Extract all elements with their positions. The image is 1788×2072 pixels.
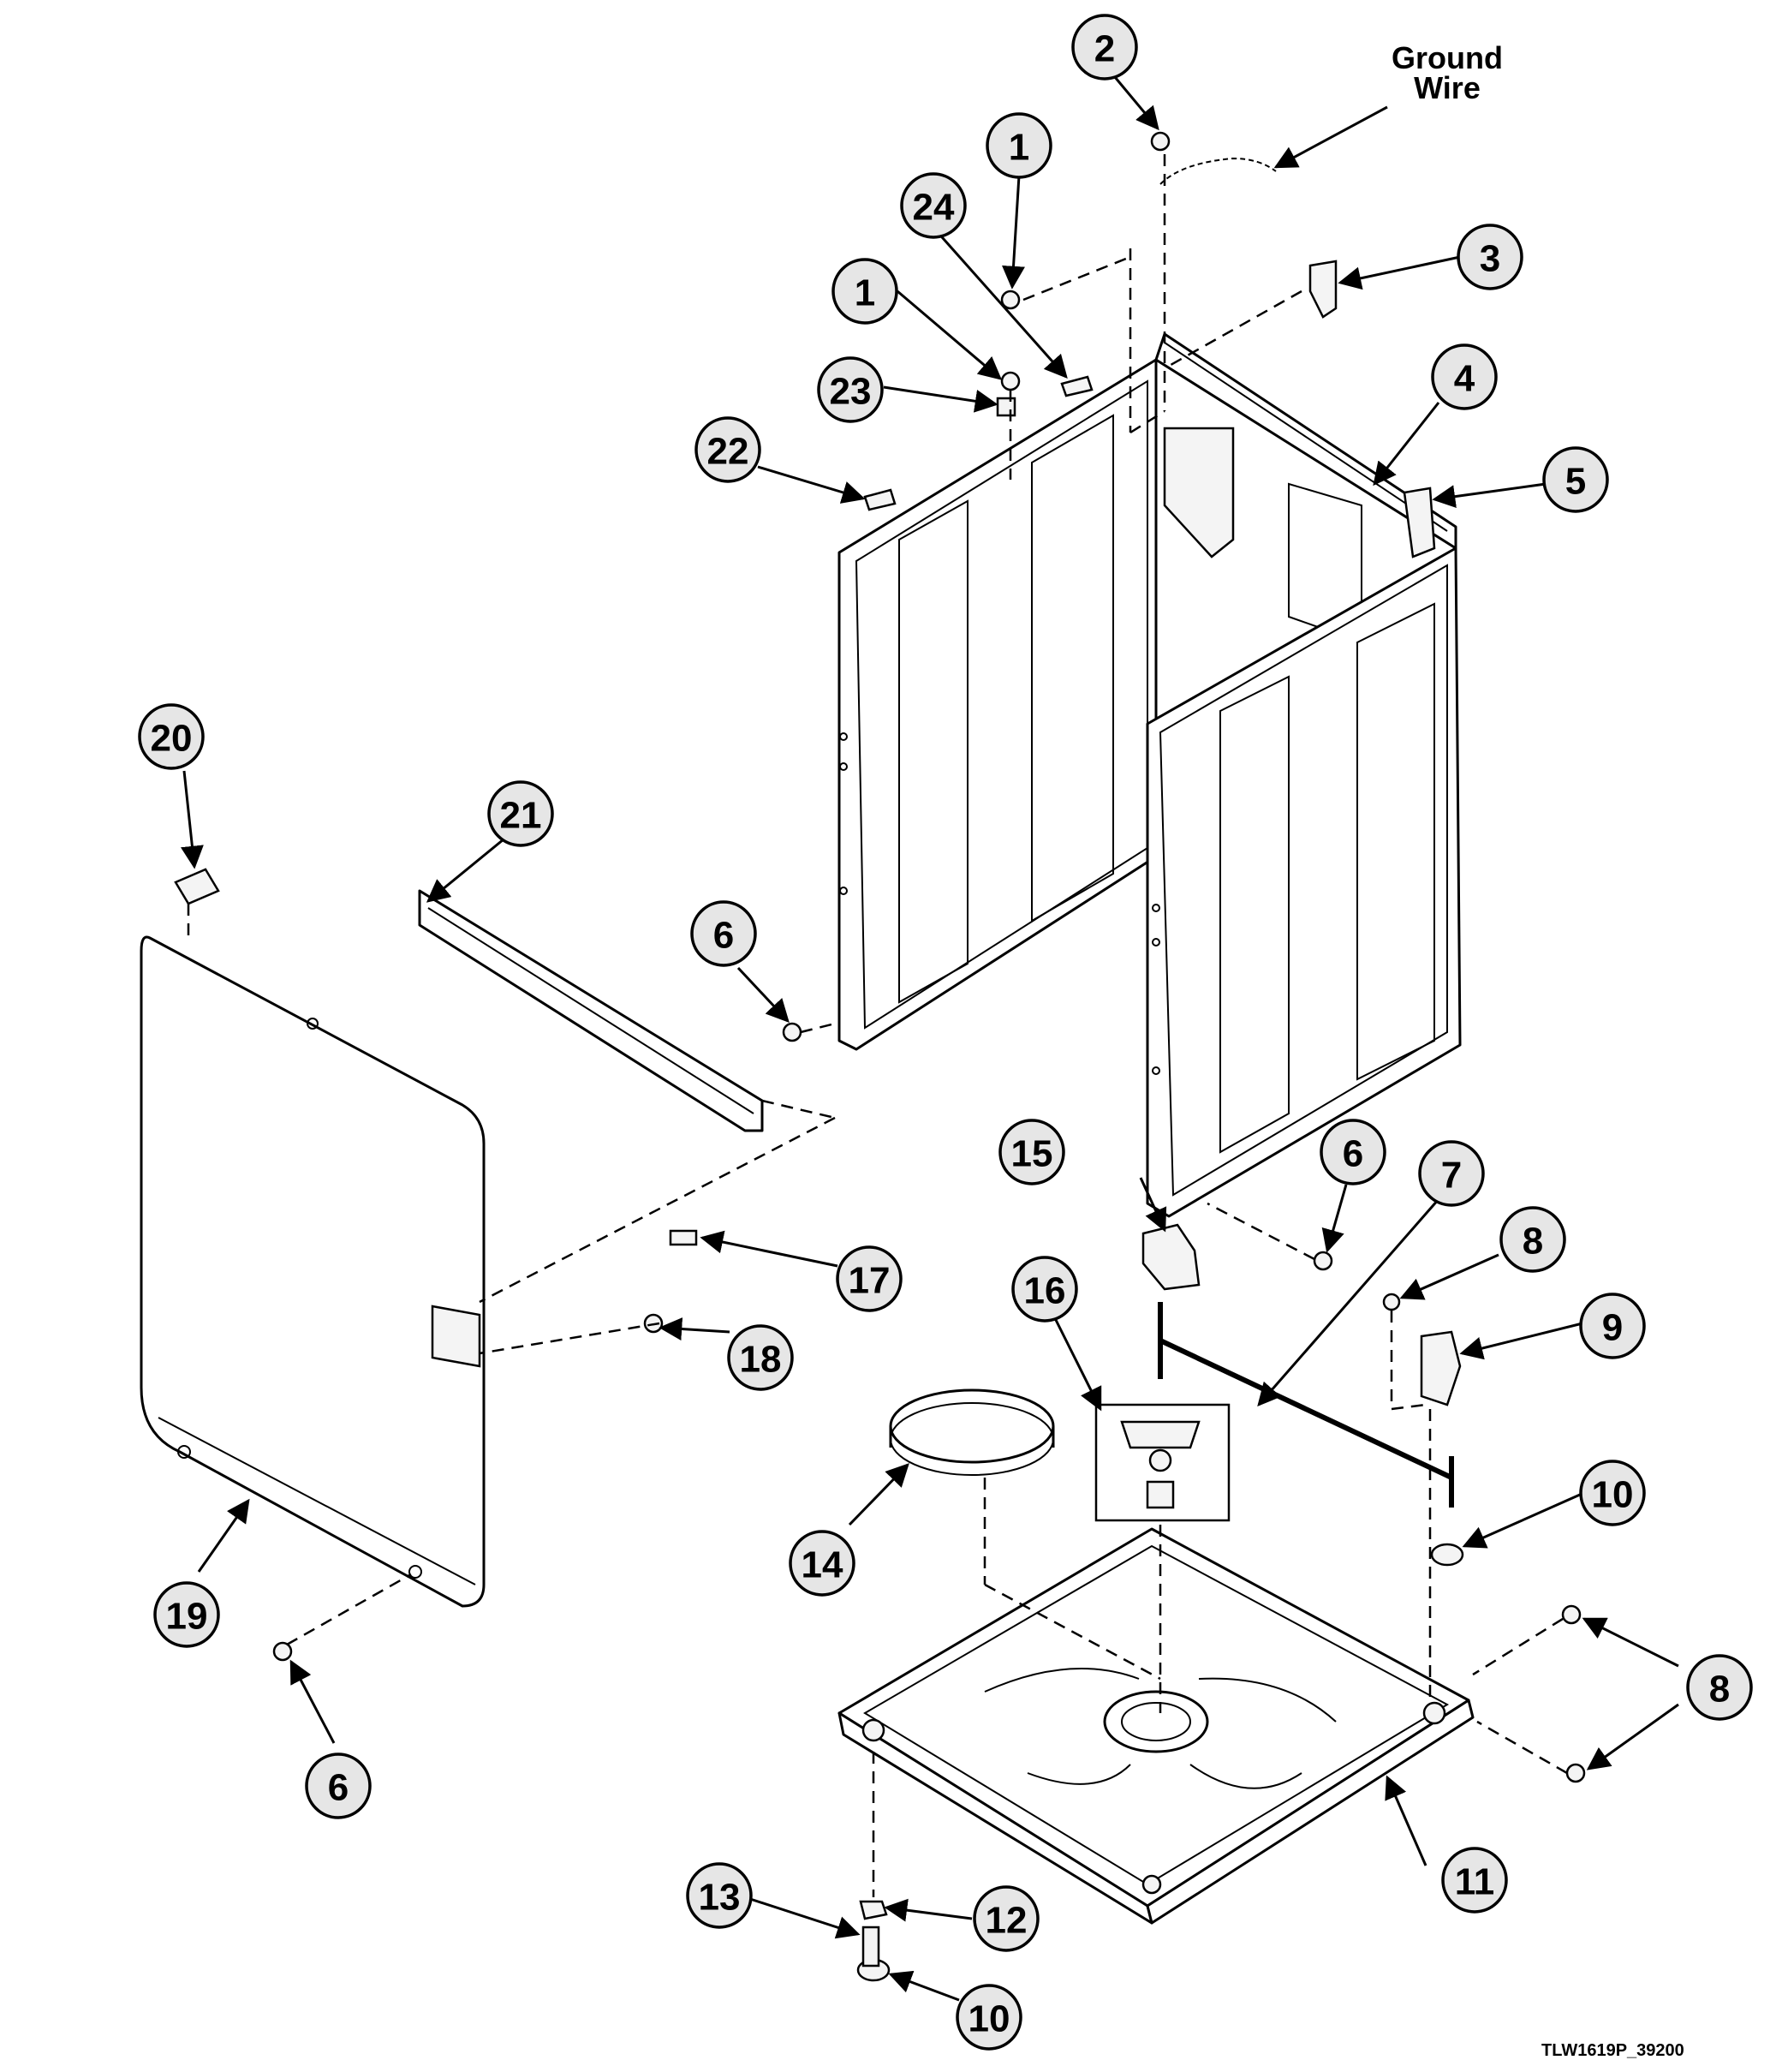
svg-text:1: 1 (1009, 127, 1029, 169)
svg-text:4: 4 (1454, 358, 1475, 400)
screw-8-b (1565, 1763, 1586, 1783)
bracket-3 (1308, 260, 1338, 319)
foot-10-right (1430, 1543, 1464, 1567)
fasteners (272, 131, 1586, 1982)
callout-20: 20 (138, 703, 205, 770)
svg-text:14: 14 (802, 1544, 843, 1586)
screw-17 (669, 1229, 698, 1246)
callout-9: 9 (1579, 1293, 1646, 1359)
cabinet-right-panel (1146, 546, 1462, 1218)
base-frame (837, 1527, 1475, 1925)
callout-6-upper: 6 (690, 900, 757, 967)
callout-14: 14 (789, 1530, 855, 1597)
callout-17: 17 (836, 1245, 903, 1312)
rod-7 (1158, 1302, 1454, 1508)
svg-text:15: 15 (1011, 1133, 1053, 1175)
callout-11: 11 (1441, 1847, 1508, 1914)
callout-18: 18 (727, 1324, 794, 1391)
callout-2: 2 (1071, 14, 1138, 81)
svg-text:23: 23 (830, 371, 872, 413)
svg-text:13: 13 (699, 1877, 741, 1919)
bracket-5 (1403, 487, 1436, 558)
callout-10-lower: 10 (956, 1984, 1022, 2051)
svg-text:6: 6 (328, 1767, 349, 1809)
callout-22: 22 (694, 416, 761, 483)
screw-1-upper (1000, 290, 1021, 310)
reference-code: TLW1619P_39200 (1541, 2041, 1684, 2060)
svg-text:11: 11 (1455, 1861, 1495, 1903)
callout-24: 24 (900, 172, 967, 239)
svg-text:19: 19 (166, 1596, 208, 1638)
cabinet-left-panel (837, 358, 1158, 1051)
svg-text:12: 12 (986, 1900, 1028, 1942)
ground-wire-label-line1: Ground (1392, 40, 1503, 75)
screw-8-a (1561, 1604, 1582, 1625)
callout-12: 12 (973, 1885, 1040, 1952)
cabinet-back-panel (1154, 332, 1457, 644)
svg-text:8: 8 (1523, 1221, 1543, 1263)
part-20-clip (174, 868, 220, 905)
belt-ring (889, 1388, 1055, 1476)
screw-6-lower (272, 1641, 293, 1662)
ground-wire (1159, 157, 1277, 185)
ground-wire-label-line2: Wire (1414, 70, 1481, 105)
svg-text:7: 7 (1441, 1155, 1462, 1197)
callout-6-lower: 6 (305, 1753, 372, 1819)
svg-text:8: 8 (1709, 1669, 1730, 1711)
callout-8-right: 8 (1686, 1654, 1753, 1721)
callout-3: 3 (1457, 224, 1523, 290)
svg-text:16: 16 (1024, 1270, 1066, 1312)
leader-lines (180, 76, 1679, 2002)
svg-text:17: 17 (849, 1260, 891, 1302)
pad-24 (1060, 375, 1094, 397)
svg-text:24: 24 (913, 187, 955, 229)
bracket-15 (1141, 1223, 1201, 1291)
pad-22 (863, 488, 897, 511)
bracket-9 (1420, 1330, 1462, 1406)
screw-8-upper (1382, 1293, 1401, 1311)
screw-1-lower (1000, 371, 1021, 391)
svg-text:3: 3 (1480, 238, 1500, 280)
svg-text:2: 2 (1094, 28, 1115, 70)
screw-6-right (1313, 1251, 1333, 1271)
callout-16: 16 (1011, 1256, 1078, 1323)
nut-12 (859, 1900, 888, 1920)
screw-6-upper (782, 1022, 802, 1042)
callout-23: 23 (817, 356, 884, 423)
callout-4: 4 (1431, 343, 1498, 410)
svg-text:10: 10 (1592, 1474, 1634, 1516)
callout-7: 7 (1418, 1140, 1485, 1207)
callout-8-upper: 8 (1499, 1206, 1566, 1273)
bolt-13 (861, 1926, 880, 1968)
assembly-16-box (1094, 1403, 1231, 1522)
callout-1-lower: 1 (831, 258, 898, 325)
callout-15: 15 (998, 1119, 1065, 1185)
svg-text:6: 6 (1343, 1133, 1363, 1175)
svg-text:18: 18 (740, 1339, 782, 1381)
callout-21: 21 (487, 780, 554, 847)
svg-text:9: 9 (1602, 1307, 1623, 1349)
callout-19: 19 (153, 1581, 220, 1648)
svg-text:21: 21 (500, 795, 542, 837)
svg-text:6: 6 (713, 915, 734, 957)
svg-text:10: 10 (968, 1998, 1010, 2040)
svg-text:5: 5 (1565, 461, 1586, 503)
front-panel (140, 935, 486, 1608)
callout-5: 5 (1542, 446, 1609, 513)
rail-bar (418, 889, 764, 1132)
spacer-23 (996, 397, 1016, 417)
svg-text:1: 1 (855, 272, 875, 314)
assembly-lines (187, 154, 1568, 1897)
svg-text:20: 20 (151, 718, 193, 760)
svg-text:22: 22 (707, 431, 749, 473)
screw-2 (1150, 131, 1171, 152)
callout-1-upper: 1 (986, 112, 1052, 179)
callout-13: 13 (686, 1862, 753, 1929)
callout-10-right: 10 (1579, 1460, 1646, 1526)
callout-6-right: 6 (1320, 1119, 1386, 1185)
